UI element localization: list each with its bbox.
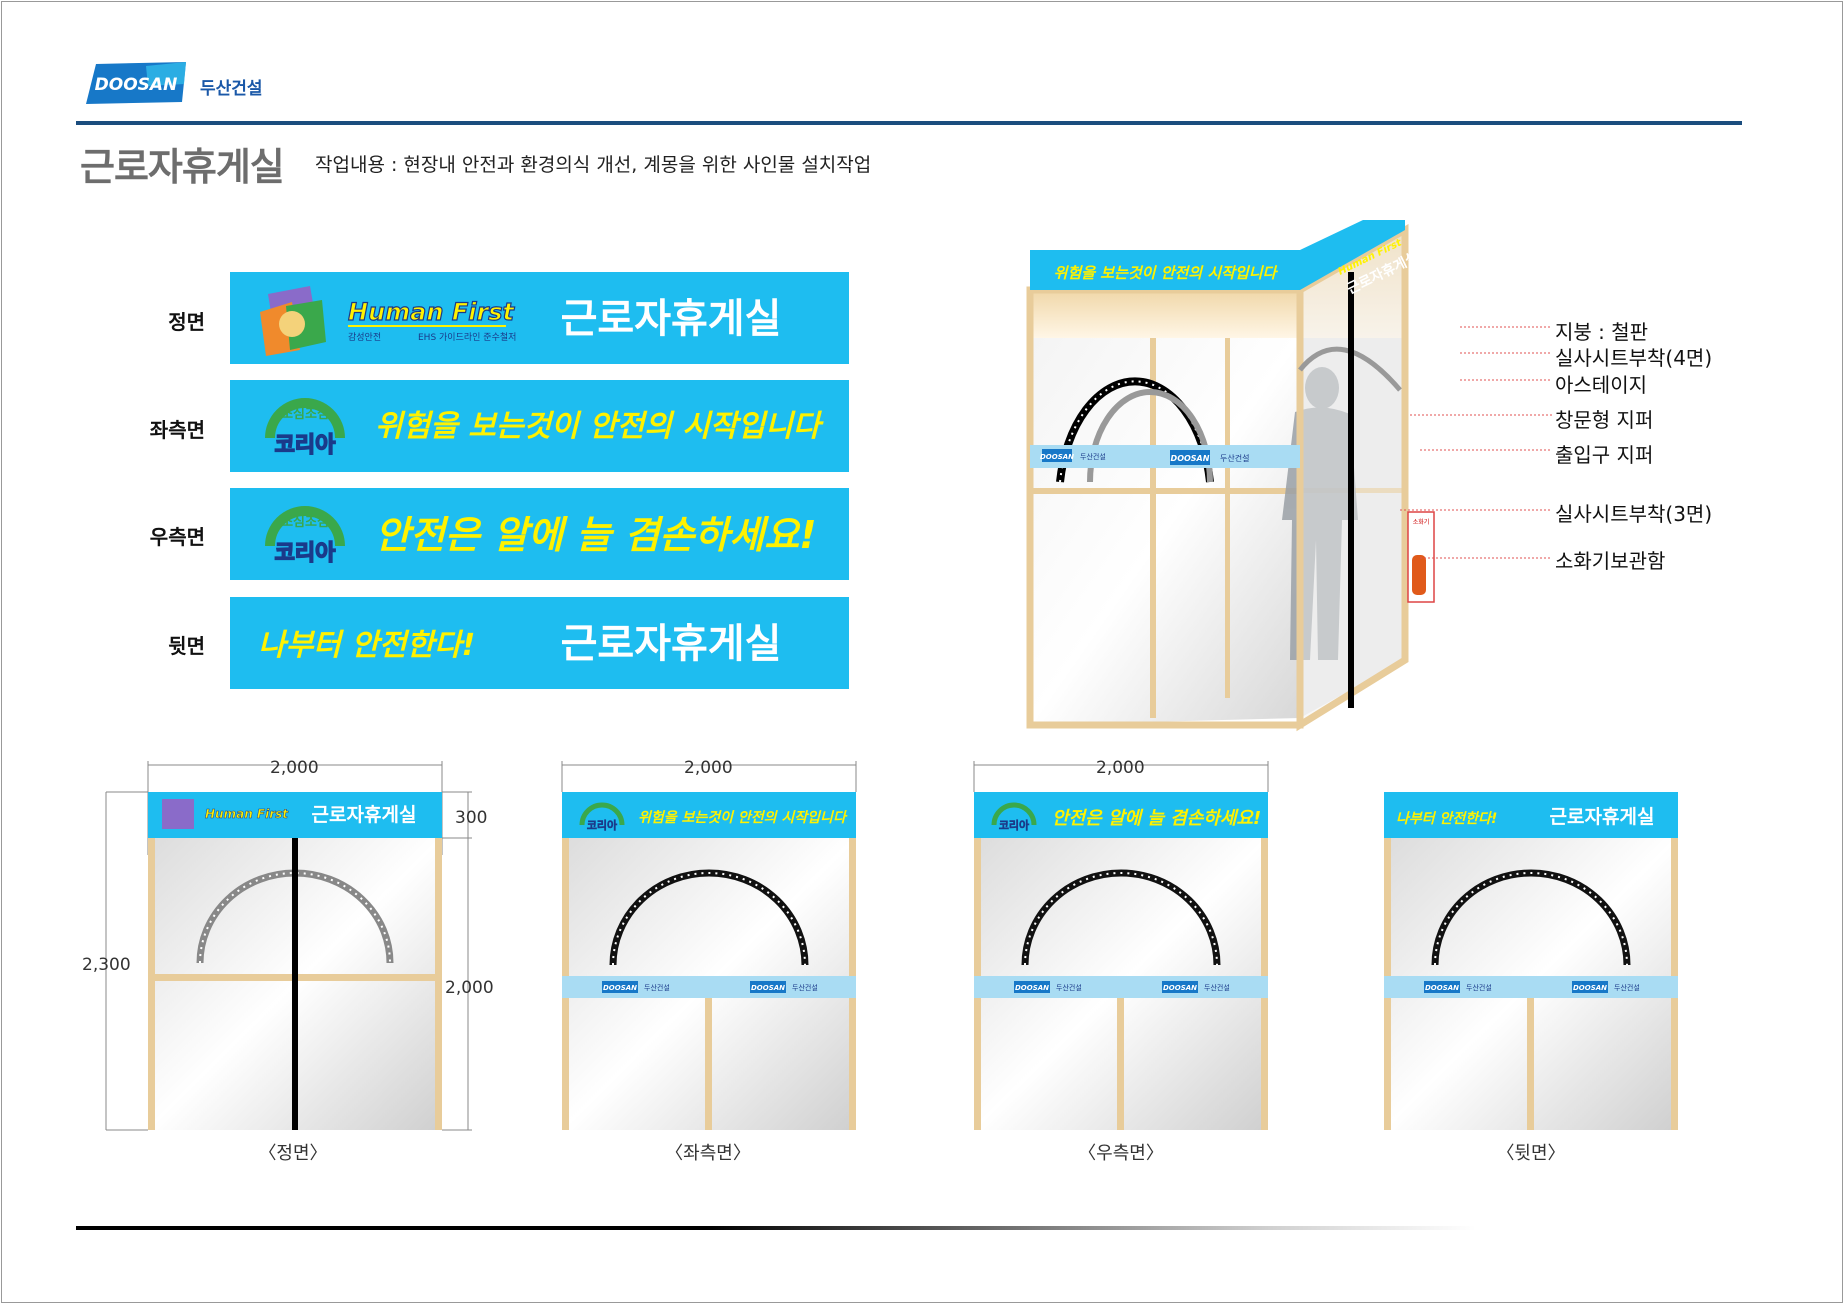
company-name: 두산건설 — [200, 79, 263, 99]
svg-text:나부터 안전한다!: 나부터 안전한다! — [1396, 811, 1497, 827]
callout-window-zipper: 창문형 지퍼 — [1555, 408, 1654, 432]
banner-right: 조심조심 코리아 안전은 알에 늘 겸손하세요! — [230, 488, 849, 580]
svg-text:두산건설: 두산건설 — [792, 983, 818, 992]
svg-text:두산건설: 두산건설 — [1220, 453, 1249, 463]
banner-front-sub2: EHS 가이드라인 준수철저 — [418, 332, 516, 343]
row-label-front: 정면 — [168, 310, 205, 334]
elevation-left: DOOSAN 두산건설 DOOSAN 두산건설 코리아 위험을 보는것이 안전의… — [561, 761, 857, 1130]
svg-text:두산건설: 두산건설 — [1466, 983, 1492, 992]
callout-fire-box: 소화기보관함 — [1555, 549, 1666, 573]
callout-leader-lines — [1400, 326, 1552, 559]
svg-text:코리아: 코리아 — [587, 818, 618, 832]
svg-text:DOOSAN: DOOSAN — [1015, 984, 1049, 992]
callout-door-zipper: 출입구 지퍼 — [1555, 443, 1654, 467]
korea-badge-icon: 조심조심 코리아 — [265, 398, 345, 459]
callout-sheet-3: 실사시트부착(3면) — [1555, 502, 1713, 526]
svg-text:위험을 보는것이 안전의 시작입니다: 위험을 보는것이 안전의 시작입니다 — [1054, 264, 1279, 282]
banner-front: Human First 감성안전 EHS 가이드라인 준수철저 근로자휴게실 — [230, 272, 849, 364]
booth-band — [1030, 445, 1300, 468]
banner-back: 나부터 안전한다! 근로자휴게실 — [230, 597, 849, 689]
row-label-left: 좌측면 — [149, 418, 205, 442]
doosan-logo: DOOSAN — [86, 62, 186, 104]
korea-badge-icon: 조심조심 코리아 — [265, 506, 345, 567]
caption-left: 〈좌측면〉 — [665, 1143, 751, 1164]
svg-text:조심조심: 조심조심 — [281, 406, 329, 422]
svg-text:두산건설: 두산건설 — [1614, 983, 1640, 992]
page-title: 근로자휴게실 — [80, 145, 285, 189]
dim-width-front: 2,000 — [270, 758, 319, 778]
svg-text:두산건설: 두산건설 — [1080, 452, 1106, 461]
caption-front: 〈정면〉 — [258, 1143, 328, 1164]
svg-text:두산건설: 두산건설 — [1204, 983, 1230, 992]
banner-back-slogan: 나부터 안전한다! — [258, 628, 475, 663]
svg-text:DOOSAN: DOOSAN — [1163, 984, 1197, 992]
caption-right: 〈우측면〉 — [1078, 1143, 1164, 1164]
page-subtitle: 작업내용 : 현장내 안전과 환경의식 개선, 계몽을 위한 사인물 설치작업 — [315, 154, 872, 176]
svg-text:소화기: 소화기 — [1413, 518, 1430, 526]
svg-text:안전은 알에 늘 겸손하세요!: 안전은 알에 늘 겸손하세요! — [1052, 808, 1261, 829]
dim-header-front: 300 — [455, 808, 488, 828]
header-rule — [76, 121, 1742, 125]
svg-text:DOOSAN: DOOSAN — [1040, 453, 1074, 461]
svg-text:위험을 보는것이 안전의 시작입니다: 위험을 보는것이 안전의 시작입니다 — [638, 810, 848, 826]
callout-roof: 지붕 : 철판 — [1555, 320, 1649, 344]
banner-right-slogan: 안전은 알에 늘 겸손하세요! — [375, 513, 817, 557]
banner-front-title: 근로자휴게실 — [561, 296, 782, 342]
callout-astage: 아스테이지 — [1555, 373, 1647, 397]
banner-left: 조심조심 코리아 위험을 보는것이 안전의 시작입니다 — [230, 380, 849, 472]
svg-text:두산건설: 두산건설 — [644, 983, 670, 992]
svg-text:DOOSAN: DOOSAN — [1171, 454, 1210, 463]
roof-front-banner — [1030, 250, 1300, 290]
logo-wordmark: DOOSAN — [95, 75, 178, 95]
svg-text:두산건설: 두산건설 — [1056, 983, 1082, 992]
callout-sheet-4: 실사시트부착(4면) — [1555, 346, 1713, 370]
caption-back: 〈뒷면〉 — [1496, 1143, 1566, 1164]
svg-text:DOOSAN: DOOSAN — [751, 984, 785, 992]
dim-width-left: 2,000 — [684, 758, 733, 778]
booth-perspective: DOOSAN 두산건설 DOOSAN 두산건설 소화기 위험을 보는것이 안전의… — [1026, 220, 1435, 732]
banner-front-sub: 감성안전 — [348, 331, 381, 343]
dim-width-right: 2,000 — [1096, 758, 1145, 778]
roof-side-banner — [1300, 220, 1405, 290]
banner-left-slogan: 위험을 보는것이 안전의 시작입니다 — [375, 409, 824, 444]
svg-text:DOOSAN: DOOSAN — [603, 984, 637, 992]
svg-text:코리아: 코리아 — [999, 818, 1030, 832]
row-label-right: 우측면 — [149, 525, 205, 549]
dim-body-front: 2,000 — [445, 978, 494, 998]
elevation-back: DOOSAN 두산건설 DOOSAN 두산건설 나부터 안전한다! 근로자휴게실 — [1384, 792, 1678, 1130]
svg-text:DOOSAN: DOOSAN — [1425, 984, 1459, 992]
svg-text:Human First: Human First — [205, 807, 289, 821]
fire-extinguisher-box-icon: 소화기 — [1407, 511, 1435, 603]
svg-text:근로자휴게실: 근로자휴게실 — [312, 804, 417, 826]
svg-text:코리아: 코리아 — [275, 541, 336, 566]
elevation-right: DOOSAN 두산건설 DOOSAN 두산건설 코리아 안전은 알에 늘 겸손하… — [973, 761, 1269, 1130]
banner-back-title: 근로자휴게실 — [561, 621, 782, 667]
svg-text:조심조심: 조심조심 — [281, 514, 329, 530]
banner-front-slogan: Human First — [348, 298, 516, 326]
svg-text:코리아: 코리아 — [275, 433, 336, 458]
people-hands-icon — [260, 286, 326, 356]
svg-text:DOOSAN: DOOSAN — [1573, 984, 1607, 992]
row-label-back: 뒷면 — [168, 634, 205, 658]
elevation-front: Human First 근로자휴게실 — [105, 761, 472, 1131]
dim-height-front: 2,300 — [82, 955, 131, 975]
footer-rule — [76, 1226, 1476, 1230]
svg-text:근로자휴게실: 근로자휴게실 — [1550, 806, 1655, 828]
